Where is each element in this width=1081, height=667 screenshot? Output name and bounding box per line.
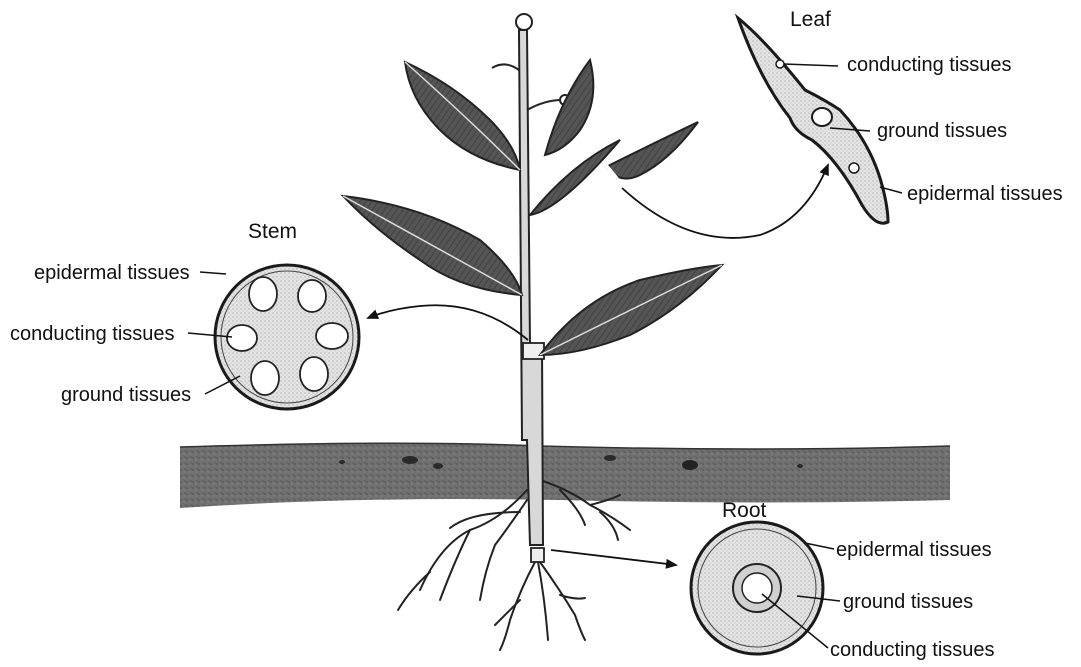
soil [180,443,950,508]
stem-label-ground: ground tissues [61,384,191,406]
root-label-ground: ground tissues [843,591,973,613]
stem-label-epidermal: epidermal tissues [34,262,190,284]
leaf-label-conducting: conducting tissues [847,54,1012,76]
root-label-conducting: conducting tissues [830,639,995,661]
stem-label-conducting: conducting tissues [10,323,175,345]
root-cross-section: Root epidermal tissues ground tissues co… [691,499,995,661]
arrow-to-root [551,550,676,565]
leaf-cross-section: Leaf conducting tissues ground tissues e… [738,8,1063,223]
leaf-label-ground: ground tissues [877,120,1007,142]
stem-title: Stem [248,220,297,243]
arrow-to-stem [368,305,528,340]
leaf-label-epidermal: epidermal tissues [907,183,1063,205]
arrow-to-leaf [622,165,828,238]
root-title: Root [722,499,767,522]
root-label-epidermal: epidermal tissues [836,539,992,561]
plant-roots [398,480,630,650]
plant-leaves [343,60,722,355]
stem-cross-section: Stem epidermal tissues conducting tissue… [10,220,359,409]
leaf-title: Leaf [790,8,831,31]
